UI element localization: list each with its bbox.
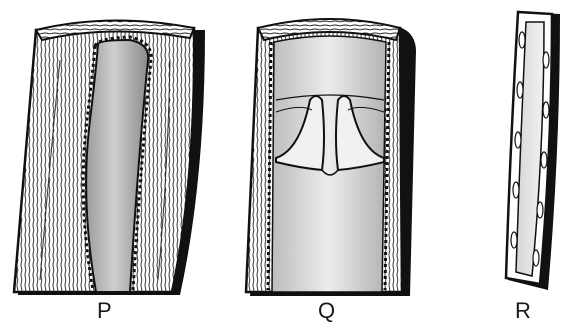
vessel-r — [506, 12, 560, 290]
vessel-label-r: R — [515, 300, 531, 322]
vessel-label-q: Q — [318, 300, 335, 322]
vessel-q — [246, 19, 416, 296]
vessel-label-p: P — [97, 300, 112, 322]
vessel-p — [14, 20, 205, 295]
